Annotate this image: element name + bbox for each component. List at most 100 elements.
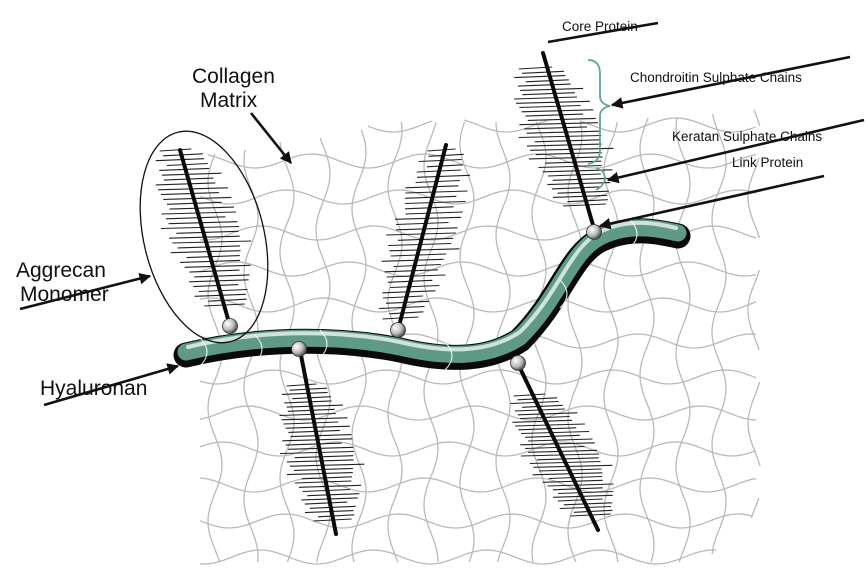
gag-chain [528,450,597,452]
gag-chain [287,405,343,407]
gag-chain [558,499,603,501]
gag-chain [528,439,593,441]
label-hyaluronan: Hyaluronan [40,366,178,405]
core-protein-middle [398,145,446,330]
gag-chain [427,165,463,167]
gag-chain [295,456,354,458]
junction-right [587,225,602,240]
junction-aggrecan [223,319,238,334]
gag-chain [396,228,457,230]
gag-chain [522,93,575,95]
gag-chain [574,510,612,512]
gag-chain [166,217,225,219]
gag-chain [292,397,331,399]
collagen-fiber [676,118,690,562]
gag-chain [396,223,449,225]
gag-chain [522,405,563,407]
label-collagen-matrix: Collagen Matrix [192,65,291,163]
link-protein-label: Link Protein [732,155,803,170]
gag-chain [427,149,455,151]
collagen-fiber [712,114,726,554]
gag-chain [169,222,238,224]
gag-chain [162,173,222,175]
collagen-label-line1: Collagen [192,65,275,88]
aggrecan-label-line2: Monomer [20,283,109,306]
gag-chain [522,71,564,73]
junction-lower-left [292,342,307,357]
gag-chain [286,426,350,428]
collagen-fiber [200,190,756,204]
gag-chain [286,443,342,445]
gag-chain [519,136,602,138]
keratan-label: Keratan Sulphate Chains [672,129,822,144]
gag-chain [172,241,251,243]
gag-chain [516,101,590,103]
gag-chain [299,485,361,487]
label-keratan: Keratan Sulphate Chains [608,120,864,180]
gag-chain [519,106,580,108]
gag-chain [282,392,328,394]
gag-chain [287,384,317,386]
gag-chain [194,275,249,277]
gag-chain [405,212,462,214]
gag-chain [386,301,429,303]
gag-chain [280,452,354,454]
collagen-fiber [200,406,756,420]
gag-chain [305,502,347,504]
gag-chain [156,183,216,185]
gag-chain [284,422,339,424]
collagen-label-line2: Matrix [200,89,258,112]
gag-chain [318,515,354,517]
gag-chain [515,424,585,426]
collagen-fiber [460,122,474,562]
core-protein-right [543,53,595,232]
gag-chain [295,481,352,483]
gag-chain [290,464,365,466]
collagen-fiber [640,118,654,562]
gag-chain [171,251,241,253]
gag-chain [167,164,208,166]
gag-chain [527,131,600,133]
gag-chain [526,114,584,116]
gag-chain [533,473,603,475]
collagen-fiber [200,478,756,492]
gag-chain [524,127,587,129]
gag-chain [512,420,572,422]
gag-chain [514,76,565,78]
gag-chain [534,465,613,467]
junction-lower-right [511,356,526,371]
label-core-protein: Core Protein [548,19,658,42]
gag-chain [538,166,601,168]
gag-chain [548,174,601,176]
collagen-fiber [200,298,756,312]
gag-chain [389,249,459,251]
gag-chain [176,231,238,233]
gag-chain [518,84,571,86]
collagen-fiber [200,514,752,528]
label-chondroitin: Chondroitin Sulphate Chains [612,57,850,105]
gag-chain [383,296,423,298]
gag-chain [170,207,235,209]
gag-chain [389,312,423,314]
gag-chain [514,97,577,99]
gag-chain [390,286,439,288]
gag-chain [382,259,444,261]
gag-chain [552,187,600,189]
label-aggrecan-monomer: Aggrecan Monomer [16,259,150,309]
gag-chain [307,494,359,496]
aggrecan-label-line1: Aggrecan [16,259,106,282]
gag-chain [526,80,569,82]
gag-chain [193,285,238,287]
gag-chain [549,477,602,479]
gag-chain [537,458,599,460]
gag-chain [156,159,204,161]
gag-chain [529,157,603,159]
collagen-fiber [200,550,716,564]
gag-chain [527,144,602,146]
gag-chain [163,197,231,199]
gag-chain [514,394,546,396]
gag-chain [305,511,354,513]
junction-middle [391,323,406,338]
gag-chain [187,256,240,258]
